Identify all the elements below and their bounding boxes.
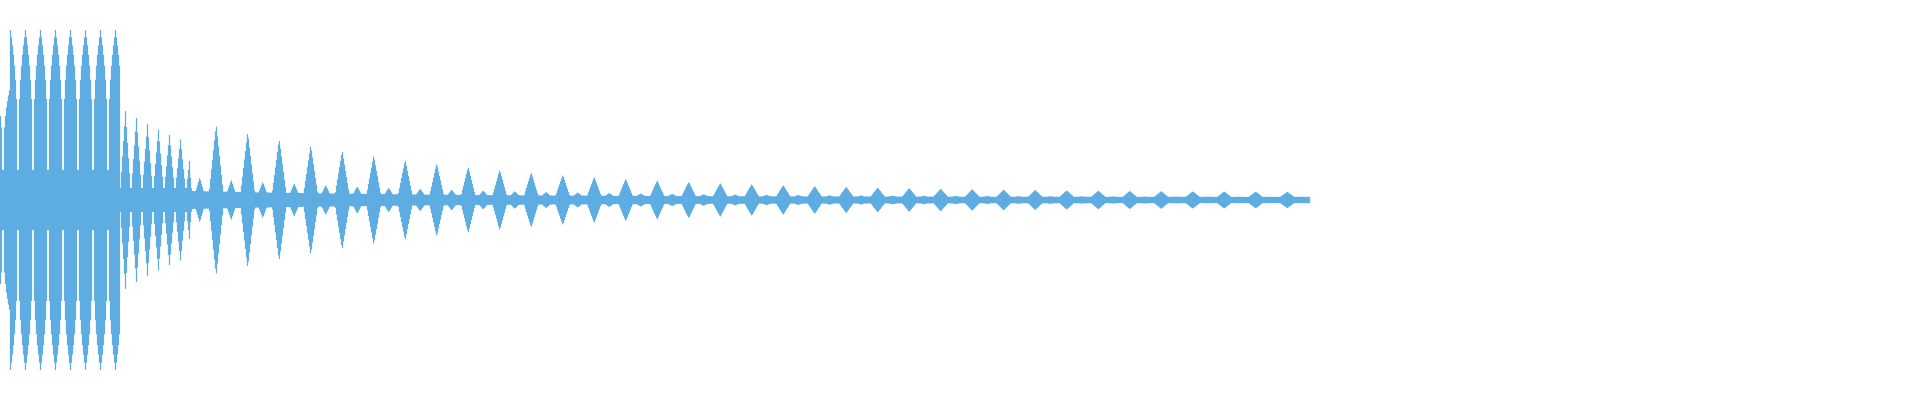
waveform-path bbox=[0, 30, 1311, 370]
waveform-bars bbox=[0, 30, 1311, 370]
